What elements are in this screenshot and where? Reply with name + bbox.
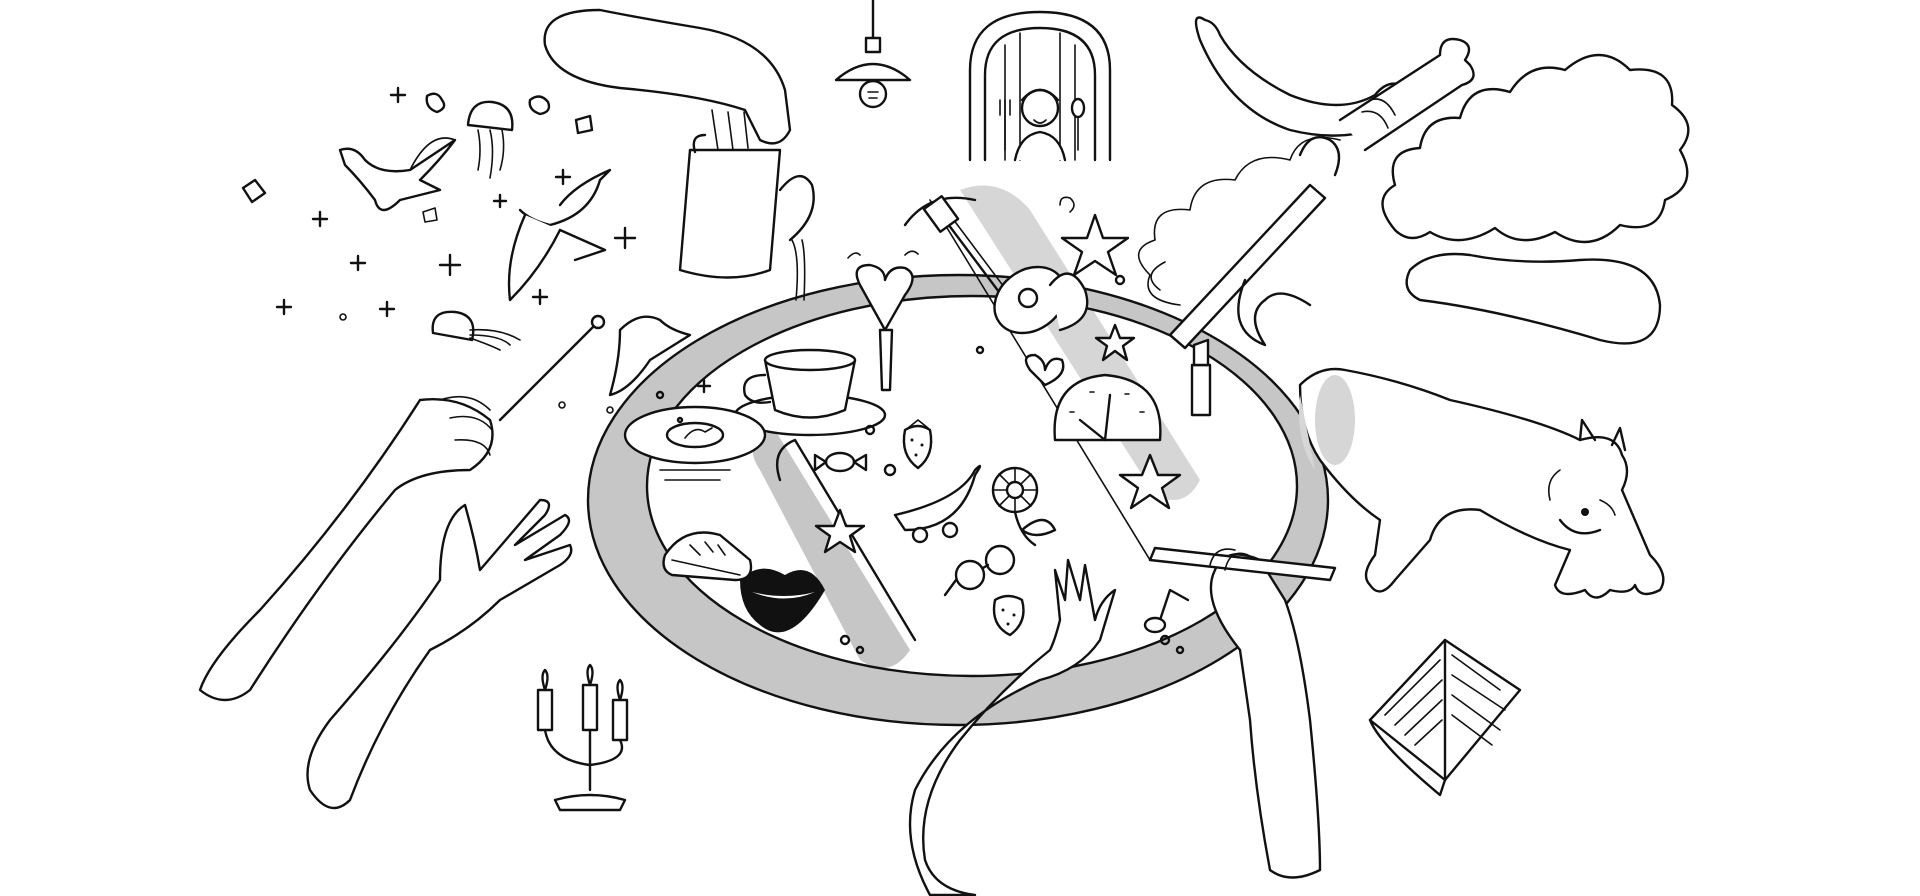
star-icon: [814, 213, 1182, 554]
wand-hand-icon: [198, 314, 606, 702]
lips-icon: [740, 568, 825, 633]
reaching-hand-icon: [908, 558, 1117, 896]
smoking-cigarette-icon: [1137, 136, 1341, 350]
clock-icon: [1053, 373, 1162, 442]
skateboard-icon: [893, 464, 982, 544]
scatter-dots: [655, 196, 1185, 655]
cloud-icon: [1381, 53, 1690, 244]
plate-with-bird-icon: [623, 405, 767, 481]
sneaker-icon: [662, 531, 753, 582]
jellyfish-icon: [431, 100, 521, 351]
daisy-icon: [991, 466, 1057, 547]
lipstick-icon: [1190, 338, 1212, 417]
sunglasses-icon: [943, 544, 1016, 597]
coffee-cup-icon: [733, 348, 887, 437]
music-note-icon: [1143, 588, 1190, 634]
drawing-hand-icon: [1148, 546, 1337, 879]
hand-holding-bone-icon: [1194, 16, 1662, 345]
teapot-icon: [678, 133, 815, 301]
guitar-icon: [922, 195, 1089, 335]
heart-glass-icon: [847, 250, 919, 392]
open-hand-icon: [306, 498, 573, 810]
candy-icon: [813, 451, 868, 473]
arched-window-girl-icon: [968, 10, 1112, 162]
strawberry-icon: [902, 419, 1025, 637]
pendant-lamp-icon: [834, 0, 912, 109]
candelabra-icon: [536, 663, 629, 812]
sparkles-icon: [241, 86, 712, 414]
open-book-icon: [1368, 638, 1522, 797]
panther-icon: [1237, 278, 1665, 599]
doves-icon: [338, 137, 692, 397]
pouring-hand-icon: [543, 8, 792, 151]
